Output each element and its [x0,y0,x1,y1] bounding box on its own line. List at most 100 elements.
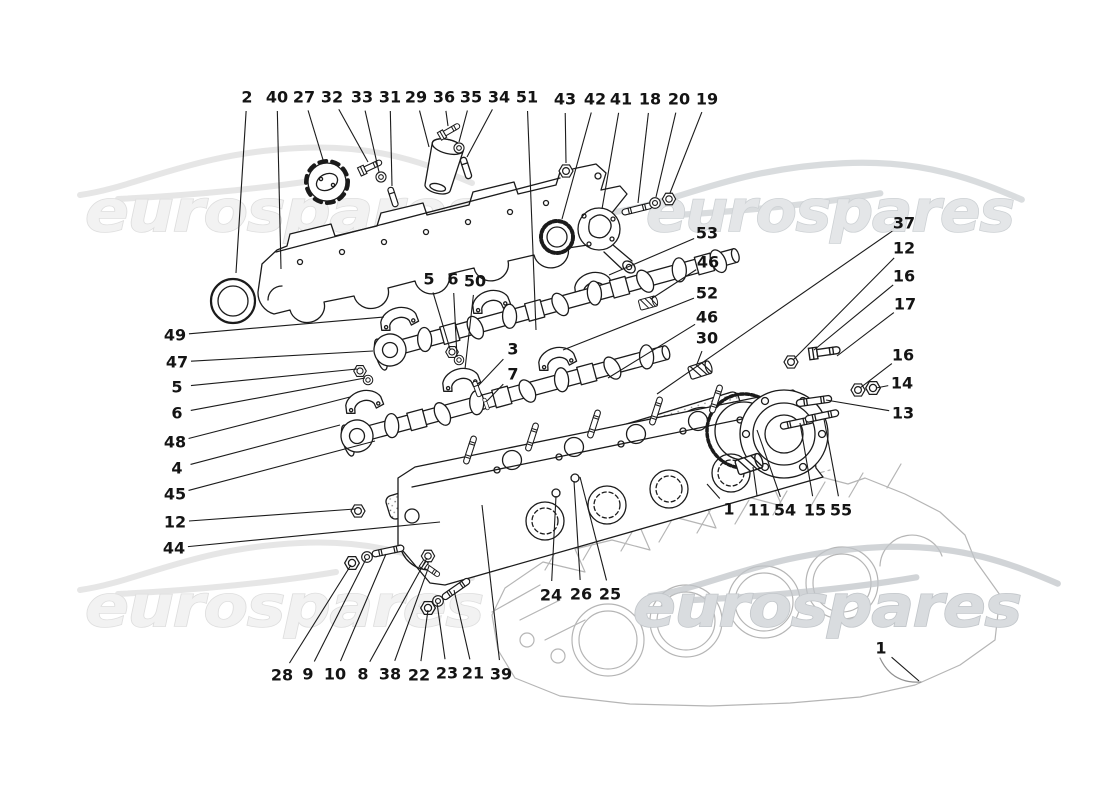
part-callout-13[interactable]: 13 [825,399,914,423]
part-number-label[interactable]: 14 [891,374,913,393]
part-number-label[interactable]: 40 [266,88,288,107]
part-callout-23[interactable]: 23 [436,602,458,683]
part-number-label[interactable]: 22 [408,666,430,685]
part-number-label[interactable]: 1 [875,639,886,658]
part-number-label[interactable]: 37 [893,214,915,233]
part-callout-21[interactable]: 21 [453,589,484,683]
part-callout-12[interactable]: 12 [792,239,915,361]
part-callout-18[interactable]: 18 [637,90,661,204]
part-number-label[interactable]: 41 [610,90,632,109]
part-number-label[interactable]: 44 [163,539,185,558]
part-callout-20[interactable]: 20 [655,90,690,198]
part-number-label[interactable]: 29 [405,88,427,107]
part-callout-30[interactable]: 30 [696,329,718,365]
part-number-label[interactable]: 31 [379,88,401,107]
part-number-label[interactable]: 12 [893,239,915,258]
part-callout-16[interactable]: 16 [859,346,914,389]
part-callout-24[interactable]: 24 [540,495,562,605]
part-callout-36[interactable]: 36 [433,88,455,127]
part-callout-9[interactable]: 9 [302,558,367,684]
part-callout-47[interactable]: 47 [166,350,374,372]
part-callout-29[interactable]: 29 [405,88,430,148]
part-callout-16[interactable]: 16 [813,267,915,351]
part-callout-55[interactable]: 55 [823,418,852,520]
part-number-label[interactable]: 6 [447,270,458,289]
part-number-label[interactable]: 47 [166,353,188,372]
part-number-label[interactable]: 24 [540,586,562,605]
part-number-label[interactable]: 28 [271,666,293,685]
part-callout-1[interactable]: 1 [875,639,920,682]
part-callout-19[interactable]: 19 [669,90,718,194]
part-callout-44[interactable]: 44 [163,521,441,558]
part-callout-32[interactable]: 32 [321,88,369,163]
part-callout-54[interactable]: 54 [756,429,796,520]
part-number-label[interactable]: 2 [241,88,252,107]
part-callout-26[interactable]: 26 [570,480,592,604]
part-callout-33[interactable]: 33 [351,88,380,173]
part-callout-46[interactable]: 46 [650,253,719,300]
part-callout-49[interactable]: 49 [164,316,385,345]
part-number-label[interactable]: 18 [639,90,661,109]
part-number-label[interactable]: 46 [696,308,718,327]
part-callout-8[interactable]: 8 [357,557,428,684]
part-number-label[interactable]: 15 [804,501,826,520]
part-callout-6[interactable]: 6 [171,377,366,423]
part-number-label[interactable]: 16 [893,267,915,286]
part-number-label[interactable]: 8 [357,665,368,684]
part-callout-3[interactable]: 3 [477,340,519,387]
part-callout-14[interactable]: 14 [875,374,913,393]
part-callout-22[interactable]: 22 [408,609,430,685]
part-number-label[interactable]: 35 [460,88,482,107]
part-callout-51[interactable]: 51 [516,88,538,331]
part-callout-35[interactable]: 35 [458,88,482,143]
part-number-label[interactable]: 27 [293,88,315,107]
part-callout-5[interactable]: 5 [171,368,358,397]
part-callout-38[interactable]: 38 [379,565,430,684]
part-number-label[interactable]: 13 [892,404,914,423]
part-callout-12[interactable]: 12 [164,508,356,532]
part-number-label[interactable]: 46 [697,253,719,272]
part-callout-39[interactable]: 39 [481,504,512,684]
part-number-label[interactable]: 52 [696,284,718,303]
part-callout-50[interactable]: 50 [464,272,486,370]
part-number-label[interactable]: 25 [599,585,621,604]
part-callout-31[interactable]: 31 [379,88,401,187]
part-number-label[interactable]: 42 [584,90,606,109]
part-callout-15[interactable]: 15 [799,422,826,520]
part-callout-40[interactable]: 40 [266,88,288,270]
part-number-label[interactable]: 48 [164,433,186,452]
part-callout-2[interactable]: 2 [235,88,253,274]
part-number-label[interactable]: 20 [668,90,690,109]
part-number-label[interactable]: 3 [507,340,518,359]
part-number-label[interactable]: 26 [570,585,592,604]
part-callout-6[interactable]: 6 [447,270,459,358]
part-number-label[interactable]: 10 [324,665,346,684]
part-callout-37[interactable]: 37 [656,214,915,395]
part-callout-46[interactable]: 46 [607,308,718,379]
part-number-label[interactable]: 38 [379,665,401,684]
part-callout-4[interactable]: 4 [171,424,341,478]
part-callout-17[interactable]: 17 [836,295,916,357]
part-callout-42[interactable]: 42 [561,90,606,220]
part-number-label[interactable]: 12 [164,513,186,532]
part-number-label[interactable]: 9 [302,665,313,684]
part-number-label[interactable]: 49 [164,326,186,345]
part-number-label[interactable]: 43 [554,90,576,109]
part-callout-27[interactable]: 27 [293,88,325,164]
part-number-label[interactable]: 55 [830,501,852,520]
part-number-label[interactable]: 4 [171,459,182,478]
part-callout-7[interactable]: 7 [486,365,519,402]
part-callout-1[interactable]: 1 [706,483,735,519]
part-callout-48[interactable]: 48 [164,396,351,452]
part-number-label[interactable]: 23 [436,664,458,683]
part-callout-34[interactable]: 34 [466,88,510,158]
part-callout-28[interactable]: 28 [271,564,352,685]
part-number-label[interactable]: 36 [433,88,455,107]
part-callout-10[interactable]: 10 [324,553,387,684]
part-number-label[interactable]: 16 [892,346,914,365]
part-number-label[interactable]: 53 [696,224,718,243]
part-number-label[interactable]: 54 [774,501,796,520]
part-number-label[interactable]: 33 [351,88,373,107]
part-callout-41[interactable]: 41 [601,90,632,210]
part-number-label[interactable]: 51 [516,88,538,107]
